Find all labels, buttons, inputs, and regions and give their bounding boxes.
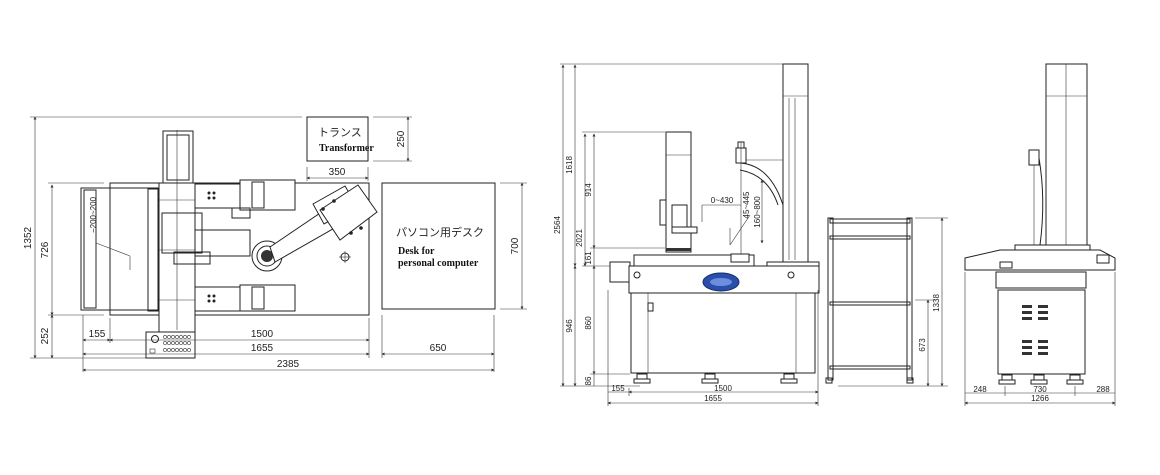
side-table bbox=[964, 249, 1116, 271]
dim-288: 288 bbox=[1096, 385, 1110, 394]
dim-front-155: 155 bbox=[611, 384, 625, 393]
dim-2021: 2021 bbox=[575, 229, 584, 247]
dim-155: 155 bbox=[89, 329, 106, 340]
dim-161: 161 bbox=[584, 251, 593, 265]
dim-reach: 0~430 bbox=[711, 196, 734, 205]
dim-860: 860 bbox=[584, 316, 593, 330]
rear-column bbox=[782, 63, 809, 267]
dim-252: 252 bbox=[40, 327, 51, 344]
dim-250: 250 bbox=[396, 130, 407, 147]
dim-1618: 1618 bbox=[565, 156, 574, 174]
dim-1338: 1338 bbox=[932, 294, 941, 312]
frame bbox=[630, 292, 816, 374]
dim-673: 673 bbox=[918, 338, 927, 352]
transformer-label-jp: トランス bbox=[318, 127, 362, 139]
dim-650: 650 bbox=[430, 343, 447, 354]
dim-range: −200~200 bbox=[89, 196, 98, 233]
pc-desk-box bbox=[381, 182, 496, 310]
dim-height-range: 160~800 bbox=[753, 196, 762, 228]
dim-248: 248 bbox=[973, 385, 987, 394]
cart bbox=[825, 217, 914, 384]
transformer-label-en: Transformer bbox=[319, 143, 374, 154]
measuring-column bbox=[665, 131, 692, 253]
dim-2564: 2564 bbox=[553, 216, 562, 234]
dim-86: 86 bbox=[584, 376, 593, 385]
desk-label-en-1: Desk for bbox=[398, 246, 435, 257]
side-view: 248 730 288 1266 bbox=[964, 63, 1116, 406]
dim-700: 700 bbox=[510, 237, 521, 254]
desk-label-jp: パソコン用デスク bbox=[396, 225, 484, 239]
plan-view: 1352 726 252 −200~200 bbox=[23, 116, 527, 372]
dim-angle-range: 45~445 bbox=[742, 191, 751, 218]
side-column bbox=[1045, 63, 1088, 253]
dim-1655: 1655 bbox=[251, 343, 274, 354]
bolt-icons bbox=[207, 191, 216, 303]
dim-front-1655: 1655 bbox=[704, 394, 722, 403]
dim-726: 726 bbox=[40, 241, 51, 258]
dim-350: 350 bbox=[329, 167, 346, 178]
dim-1500: 1500 bbox=[251, 329, 274, 340]
dim-1266: 1266 bbox=[1031, 394, 1049, 403]
dim-1352: 1352 bbox=[23, 226, 34, 249]
front-view: 2564 1618 946 2021 914 161 860 86 bbox=[553, 63, 948, 406]
dim-914: 914 bbox=[584, 183, 593, 197]
desk-label-en-2: personal computer bbox=[398, 258, 479, 269]
vent-grilles bbox=[1022, 305, 1048, 355]
side-cabinet bbox=[997, 289, 1086, 375]
dim-2385: 2385 bbox=[277, 359, 300, 370]
dim-946: 946 bbox=[565, 319, 574, 333]
dim-730: 730 bbox=[1033, 385, 1047, 394]
transformer-box bbox=[306, 116, 369, 162]
dim-front-1500: 1500 bbox=[714, 384, 732, 393]
leveling-feet bbox=[633, 373, 798, 384]
